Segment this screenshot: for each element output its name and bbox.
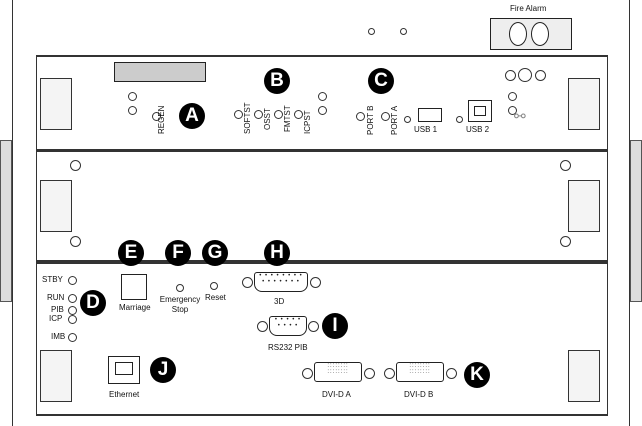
regen-led [152, 112, 161, 121]
port-b-label: PORT B [366, 105, 375, 136]
icpst-led [294, 110, 303, 119]
screw [242, 277, 253, 288]
stby-led [68, 276, 77, 285]
stby-label: STBY [42, 275, 63, 284]
3d-label: 3D [274, 297, 285, 306]
run-led [68, 294, 77, 303]
callout-e: E [118, 240, 144, 266]
fire-alarm-connector[interactable] [490, 18, 572, 50]
led [318, 106, 327, 115]
usb2-port[interactable] [468, 100, 492, 122]
screw [368, 28, 375, 35]
osst-label: OSST [263, 108, 272, 130]
callout-f: F [165, 240, 191, 266]
callout-b: B [264, 68, 290, 94]
screw [308, 321, 319, 332]
module-handle-left[interactable] [40, 350, 72, 402]
led [128, 92, 137, 101]
callout-h: H [264, 240, 290, 266]
bottom-module [36, 262, 608, 416]
ground-terminal [505, 70, 516, 81]
usb1-label: USB 1 [414, 125, 438, 134]
dvi-b-label: DVI-D B [404, 390, 434, 399]
module-handle-right[interactable] [568, 350, 600, 402]
osst-led [254, 110, 263, 119]
usb2-led [456, 116, 463, 123]
usb2-label: USB 2 [466, 125, 490, 134]
module-handle-left[interactable] [40, 78, 72, 130]
regen-label: REGEN [157, 105, 166, 134]
callout-g: G [202, 240, 228, 266]
led [128, 106, 137, 115]
right-rail [630, 140, 642, 302]
screw [400, 28, 407, 35]
screw [257, 321, 268, 332]
fmtst-led [274, 110, 283, 119]
rs232-label: RS232 PIB [268, 343, 308, 352]
imb-led [68, 333, 77, 342]
run-label: RUN [47, 293, 65, 302]
softst-led [234, 110, 243, 119]
rs232-port[interactable]: • • • • •• • • • [269, 316, 307, 336]
screw [384, 368, 395, 379]
callout-j: J [150, 357, 176, 383]
screw [560, 236, 571, 247]
callout-a: A [179, 103, 205, 129]
module-handle-right[interactable] [568, 180, 600, 232]
screw [364, 368, 375, 379]
pib-led [68, 306, 77, 315]
emergency-stop-label: Emergency Stop [159, 295, 201, 314]
usb1-port[interactable] [418, 108, 442, 122]
callout-i: I [322, 313, 348, 339]
callout-d: D [80, 290, 106, 316]
callout-c: C [368, 68, 394, 94]
marriage-button[interactable] [121, 274, 147, 300]
ethernet-label: Ethernet [109, 390, 140, 399]
screw [70, 160, 81, 171]
dvi-a-port[interactable]: :::::::::::::::: [314, 362, 362, 382]
ethernet-port[interactable] [108, 356, 140, 384]
led [508, 92, 517, 101]
port-a-led [381, 112, 390, 121]
module-handle-right[interactable] [568, 78, 600, 130]
fire-alarm-label: Fire Alarm [510, 4, 547, 13]
screw [560, 160, 571, 171]
icpst-label: ICPST [303, 110, 312, 134]
ground-terminal [535, 70, 546, 81]
callout-k: K [464, 362, 490, 388]
dvi-b-port[interactable]: :::::::::::::::: [396, 362, 444, 382]
reset-label: Reset [205, 293, 226, 302]
screw [310, 277, 321, 288]
card-ejector[interactable] [114, 62, 206, 82]
softst-label: SOFTST [243, 102, 252, 134]
led [318, 92, 327, 101]
led [508, 106, 517, 115]
icp-label: ICP [49, 314, 63, 323]
port-b-led [356, 112, 365, 121]
ground-terminal [518, 68, 532, 82]
reset-switch[interactable] [210, 282, 218, 290]
icp-led [68, 315, 77, 324]
usb1-led [404, 116, 411, 123]
esd-icon: ⚯ [514, 108, 526, 124]
port-a-label: PORT A [390, 105, 399, 135]
left-rail [0, 140, 12, 302]
imb-label: IMB [51, 332, 66, 341]
module-handle-left[interactable] [40, 180, 72, 232]
3d-port[interactable]: • • • • • • • •• • • • • • • [254, 272, 308, 292]
fmtst-label: FMTST [283, 105, 292, 132]
dvi-a-label: DVI-D A [322, 390, 351, 399]
marriage-label: Marriage [119, 303, 151, 312]
pib-label: PIB [51, 305, 64, 314]
screw [446, 368, 457, 379]
screw [70, 236, 81, 247]
screw [302, 368, 313, 379]
emergency-stop-switch[interactable] [176, 284, 184, 292]
